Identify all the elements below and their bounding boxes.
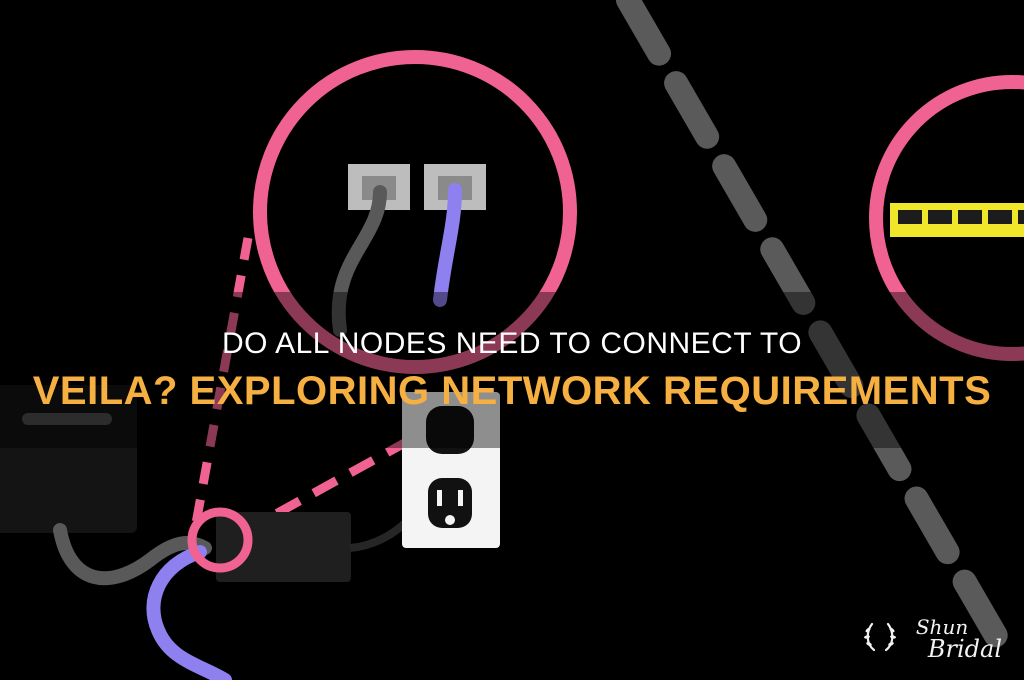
outlet-hole	[445, 515, 455, 525]
switch-ports	[898, 210, 1024, 224]
connection-highlight-circle	[187, 507, 253, 573]
title-line-2: VEILA? EXPLORING NETWORK REQUIREMENTS	[32, 369, 992, 413]
dashed-network-line	[616, 0, 1022, 672]
laurel-wreath-icon	[863, 622, 896, 652]
watermark-text: Shun Bridal	[906, 615, 1002, 663]
wall-ports-highlight-circle	[253, 50, 577, 374]
watermark-line-2: Bridal	[927, 635, 1002, 663]
pink-dashed-line-left	[188, 237, 253, 541]
switch-highlight-circle	[869, 75, 1024, 361]
router-vent	[22, 413, 112, 425]
blue-ethernet-cable	[433, 183, 462, 307]
outlet-slot-right	[458, 490, 463, 506]
watermark-line-1: Shun	[915, 615, 969, 639]
outlet-slot-left	[437, 490, 442, 506]
title-banner: DO ALL NODES NEED TO CONNECT TO VEILA? E…	[0, 292, 1024, 448]
outlet-socket-top	[426, 406, 474, 454]
gray-ethernet-cable	[331, 185, 387, 337]
purple-cable-bottom	[146, 545, 232, 680]
pink-dashed-line-diagonal	[233, 436, 413, 540]
brand-watermark: Shun Bridal	[860, 615, 1002, 663]
title-line-1: DO ALL NODES NEED TO CONNECT TO	[221, 327, 803, 360]
